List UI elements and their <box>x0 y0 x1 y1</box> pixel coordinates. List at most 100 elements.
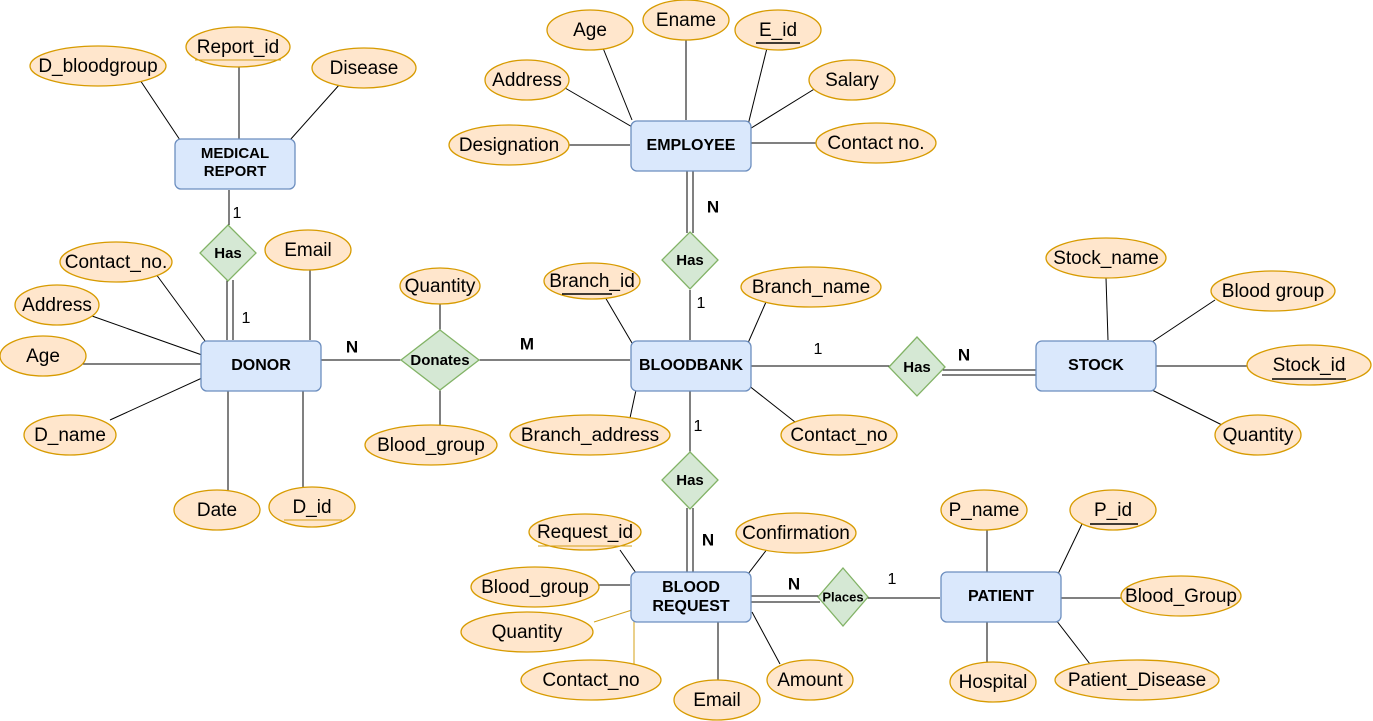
attribute-branch-id[interactable]: Branch_id <box>543 262 641 300</box>
cardinality-donor-donates: N <box>346 337 358 356</box>
attribute-branch-address[interactable]: Branch_address <box>509 414 671 456</box>
relationship-has-request[interactable]: Has <box>661 451 719 510</box>
relationship-donates[interactable]: Donates <box>399 329 481 391</box>
relationship-has-employee[interactable]: Has <box>661 231 719 290</box>
relationship-has-stock-label: Has <box>903 359 931 376</box>
attribute-request-id[interactable]: Request_id <box>528 513 642 551</box>
attribute-donates-blood-group[interactable]: Blood_group <box>364 424 498 466</box>
attribute-donor-d-name[interactable]: D_name <box>23 414 117 456</box>
cardinality-places-patient: 1 <box>888 571 897 588</box>
attribute-request-amount[interactable]: Amount <box>766 659 854 701</box>
entity-patient[interactable]: PATIENT <box>940 571 1062 623</box>
attribute-report-id[interactable]: Report_id <box>185 26 291 68</box>
attribute-p-name[interactable]: P_name <box>940 489 1028 531</box>
attribute-p-id-label: P_id <box>1094 500 1132 521</box>
attribute-hospital-label: Hospital <box>959 672 1028 693</box>
attribute-stock-quantity[interactable]: Quantity <box>1214 414 1302 456</box>
attribute-donor-age[interactable]: Age <box>0 335 87 377</box>
attribute-branch-name[interactable]: Branch_name <box>740 266 882 308</box>
attribute-donates-quantity[interactable]: Quantity <box>399 267 481 305</box>
attribute-patient-disease-label: Patient_Disease <box>1068 670 1206 691</box>
attribute-d-bloodgroup[interactable]: D_bloodgroup <box>29 45 167 87</box>
attribute-request-email[interactable]: Email <box>673 679 761 721</box>
cardinality-request-places: N <box>788 574 800 593</box>
attribute-bloodbank-contact-no-label: Contact_no <box>790 425 887 446</box>
attribute-employee-ename[interactable]: Ename <box>642 0 730 41</box>
attribute-donor-email[interactable]: Email <box>264 229 352 271</box>
entity-bloodbank[interactable]: BLOODBANK <box>630 340 752 392</box>
relationship-has-request-label: Has <box>676 472 704 489</box>
attribute-donor-email-label: Email <box>284 240 332 261</box>
attribute-donor-contact-no-label: Contact_no. <box>65 252 167 273</box>
attribute-employee-address[interactable]: Address <box>484 59 570 101</box>
entity-patient-label: PATIENT <box>968 588 1034 605</box>
attribute-stock-blood-group[interactable]: Blood group <box>1210 270 1336 312</box>
attribute-hospital[interactable]: Hospital <box>949 661 1037 703</box>
attribute-donor-address[interactable]: Address <box>14 284 100 326</box>
attribute-p-id[interactable]: P_id <box>1069 489 1157 531</box>
entity-medical-report-line2: REPORT <box>204 163 267 180</box>
attribute-employee-age[interactable]: Age <box>546 9 634 51</box>
entity-medical-report[interactable]: MEDICAL REPORT <box>174 138 296 190</box>
attribute-stock-id-label: Stock_id <box>1273 355 1346 376</box>
attribute-employee-age-label: Age <box>573 20 607 41</box>
cardinality-donates-bloodbank: M <box>520 334 534 353</box>
entity-stock[interactable]: STOCK <box>1035 340 1157 392</box>
attribute-donates-quantity-label: Quantity <box>405 276 476 297</box>
cardinality-bloodbank-has-request: 1 <box>694 418 703 435</box>
attribute-employee-salary[interactable]: Salary <box>808 59 896 101</box>
attribute-stock-name[interactable]: Stock_name <box>1045 237 1167 279</box>
entity-employee-label: EMPLOYEE <box>647 137 736 154</box>
attribute-employee-ename-label: Ename <box>656 10 716 31</box>
attribute-p-name-label: P_name <box>949 500 1020 521</box>
attribute-request-amount-label: Amount <box>777 670 843 691</box>
cardinality-has-request: N <box>702 530 714 549</box>
entity-blood-request-line2: REQUEST <box>652 598 730 615</box>
attribute-donor-contact-no[interactable]: Contact_no. <box>59 241 173 283</box>
connector-lines <box>82 38 1248 682</box>
relationship-has-report[interactable]: Has <box>199 224 257 282</box>
attribute-stock-name-label: Stock_name <box>1053 248 1159 269</box>
cardinality-report-has-bottom: 1 <box>242 310 251 327</box>
attribute-request-quantity-label: Quantity <box>492 622 563 643</box>
attribute-patient-blood-group[interactable]: Blood_Group <box>1120 575 1242 617</box>
entity-blood-request[interactable]: BLOOD REQUEST <box>630 571 752 623</box>
entity-donor-label: DONOR <box>231 357 291 374</box>
attribute-confirmation[interactable]: Confirmation <box>735 512 857 554</box>
attribute-employee-designation[interactable]: Designation <box>448 124 570 166</box>
attribute-donor-address-label: Address <box>22 295 92 316</box>
attribute-employee-e-id[interactable]: E_id <box>734 9 822 51</box>
attribute-employee-contact-no[interactable]: Contact no. <box>815 122 937 164</box>
attribute-employee-contact-no-label: Contact no. <box>827 133 924 154</box>
attribute-donor-d-id[interactable]: D_id <box>268 486 356 528</box>
attribute-request-contact-no[interactable]: Contact_no <box>520 659 662 701</box>
attribute-employee-e-id-label: E_id <box>759 20 797 41</box>
attribute-donor-date-label: Date <box>197 500 237 521</box>
cardinality-report-has-top: 1 <box>233 205 242 222</box>
relationship-donates-label: Donates <box>410 352 469 369</box>
cardinality-employee-has: N <box>707 197 719 216</box>
cardinality-has-bloodbank-top: 1 <box>697 295 706 312</box>
entity-medical-report-line1: MEDICAL <box>201 145 269 162</box>
entity-employee[interactable]: EMPLOYEE <box>630 120 752 172</box>
attribute-bloodbank-contact-no[interactable]: Contact_no <box>780 414 898 456</box>
attribute-stock-quantity-label: Quantity <box>1223 425 1294 446</box>
attribute-request-email-label: Email <box>693 690 741 711</box>
attribute-confirmation-label: Confirmation <box>742 523 850 544</box>
relationship-has-report-label: Has <box>214 245 242 262</box>
attribute-report-id-label: Report_id <box>197 37 279 58</box>
attribute-patient-disease[interactable]: Patient_Disease <box>1054 659 1220 701</box>
attribute-branch-id-label: Branch_id <box>549 271 635 292</box>
attribute-stock-id[interactable]: Stock_id <box>1246 344 1372 386</box>
attribute-donor-age-label: Age <box>26 346 60 367</box>
attribute-request-blood-group[interactable]: Blood_group <box>470 566 600 608</box>
relationship-places[interactable]: Places <box>817 567 869 627</box>
entity-donor[interactable]: DONOR <box>200 340 322 392</box>
attribute-employee-designation-label: Designation <box>459 135 559 156</box>
attribute-donor-date[interactable]: Date <box>173 489 261 531</box>
relationship-has-stock[interactable]: Has <box>888 336 946 397</box>
attribute-stock-blood-group-label: Blood group <box>1222 281 1324 302</box>
attribute-disease[interactable]: Disease <box>311 47 417 89</box>
attribute-request-quantity[interactable]: Quantity <box>460 611 594 653</box>
